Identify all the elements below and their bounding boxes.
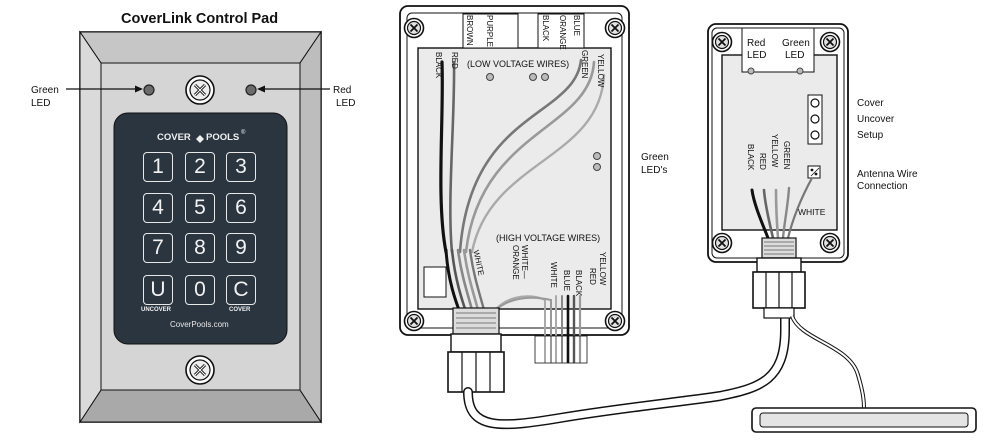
wire-label-green: GREEN — [782, 141, 791, 170]
receiver-red-led-label: LED — [747, 50, 767, 61]
key-4[interactable]: 4 — [143, 193, 173, 223]
uncover-button-label: Uncover — [857, 114, 895, 125]
box-leds — [486, 73, 601, 171]
receiver-red-led-label: Red — [747, 38, 766, 49]
wire-label-yellow: YELLOW — [770, 134, 779, 168]
brand-mark: ® — [241, 130, 246, 136]
screw-icon — [403, 17, 425, 39]
brand-right: POOLS — [206, 132, 240, 143]
wire-label-black: BLACK — [541, 15, 550, 42]
receiver-cable-fitting — [752, 237, 806, 319]
green-led-label: Green — [31, 85, 59, 96]
key-5[interactable]: 5 — [185, 193, 215, 223]
wire-label-red: RED — [758, 153, 767, 170]
antenna-terminal-icon — [810, 167, 820, 177]
receiver-green-led-icon — [796, 67, 804, 75]
wire-label-white-dash: WHITE— — [520, 245, 529, 279]
screw-icon — [819, 31, 841, 53]
green-led-icon — [143, 84, 155, 96]
wire-label-white: WHITE — [549, 262, 558, 288]
screw-icon — [403, 310, 425, 332]
antenna-icon — [751, 407, 977, 433]
wire-label-green: GREEN — [580, 50, 589, 79]
screw-icon — [711, 31, 733, 53]
uncover-key-label: UNCOVER — [141, 307, 172, 313]
key-9[interactable]: 9 — [226, 233, 256, 263]
high-voltage-label: (HIGH VOLTAGE WIRES) — [496, 233, 601, 243]
key-cover[interactable]: C — [226, 275, 256, 305]
receiver-buttons — [810, 98, 820, 140]
screw-icon — [819, 232, 841, 254]
green-leds-label: LED's — [641, 165, 668, 176]
cover-key-label: COVER — [229, 307, 251, 313]
green-led-label: LED — [31, 98, 51, 109]
key-0[interactable]: 0 — [185, 275, 215, 305]
key-7[interactable]: 7 — [143, 233, 173, 263]
key-1[interactable]: 1 — [143, 152, 173, 182]
setup-button-label: Setup — [857, 130, 884, 141]
red-led-label: LED — [336, 98, 356, 109]
keypad-panel — [113, 112, 288, 345]
wire-label-purple: PURPLE — [485, 15, 494, 48]
receiver-wires — [750, 176, 814, 240]
screw-icon — [604, 310, 626, 332]
wire-label-orange: ORANGE — [511, 245, 520, 280]
page-title: CoverLink Control Pad — [121, 11, 279, 27]
screw-icon — [604, 17, 626, 39]
low-voltage-label: (LOW VOLTAGE WIRES) — [467, 59, 570, 69]
wire-label-black: BLACK — [574, 270, 583, 297]
receiver-box — [707, 23, 849, 263]
top-screw-icon — [184, 74, 216, 106]
screw-icon — [711, 232, 733, 254]
antenna-label: Connection — [857, 181, 908, 192]
receiver-red-led-icon — [747, 67, 755, 75]
cover-button-label: Cover — [857, 98, 884, 109]
key-6[interactable]: 6 — [226, 193, 256, 223]
key-2[interactable]: 2 — [185, 152, 215, 182]
green-leds-label: Green — [641, 152, 669, 163]
wire-label-yellow: YELLOW — [596, 54, 605, 88]
wire-label-yellow: YELLOW — [598, 252, 607, 286]
brand-diamond-icon — [196, 135, 204, 143]
wire-label-black: BLACK — [434, 52, 443, 79]
key-8[interactable]: 8 — [185, 233, 215, 263]
receiver-green-led-label: Green — [782, 38, 810, 49]
website-label: CoverPools.com — [170, 320, 229, 329]
wire-label-orange: ORANGE — [558, 15, 567, 50]
red-led-icon — [245, 84, 257, 96]
wire-label-brown: BROWN — [465, 15, 474, 46]
key-3[interactable]: 3 — [226, 152, 256, 182]
wire-label-black: BLACK — [746, 144, 755, 171]
wire-label-blue: BLUE — [572, 15, 581, 36]
wire-label-red: RED — [450, 52, 459, 69]
wire-label-red: RED — [588, 268, 597, 285]
receiver-green-led-label: LED — [785, 50, 805, 61]
wire-label-white: WHITE — [798, 207, 826, 217]
wire-label-blue: BLUE — [562, 270, 571, 291]
brand-left: COVER — [157, 132, 191, 143]
bottom-screw-icon — [184, 354, 216, 386]
red-led-label: Red — [333, 85, 352, 96]
key-uncover[interactable]: U — [143, 275, 173, 305]
box-cable-fitting — [447, 307, 505, 393]
antenna-label: Antenna Wire — [857, 169, 918, 180]
low-voltage-wires — [439, 58, 606, 254]
